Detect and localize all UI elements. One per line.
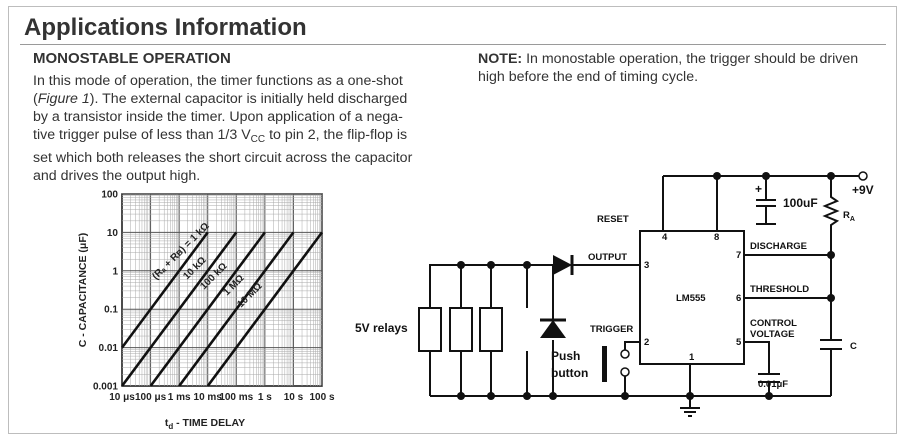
control-cap-label: 0.01μF xyxy=(758,379,788,390)
trigger-label: TRIGGER xyxy=(590,324,633,335)
cap-plus-label: + xyxy=(755,182,762,196)
supply-label: +9V xyxy=(852,183,874,197)
pin-number: 5 xyxy=(736,337,742,348)
y-tick-label: 0.001 xyxy=(93,382,118,393)
paragraph-line: In this mode of operation, the timer fun… xyxy=(33,73,403,89)
x-tick-label: 1 ms xyxy=(168,392,191,403)
note-line: high before the end of timing cycle. xyxy=(478,69,699,85)
pin-number: 4 xyxy=(662,232,668,243)
supply-terminal-icon xyxy=(858,171,868,181)
section-title: MONOSTABLE OPERATION xyxy=(33,50,231,67)
protection-diode xyxy=(540,320,566,338)
series-line-2 xyxy=(149,231,266,387)
relay-coil xyxy=(418,307,442,352)
y-tick-label: 0.1 xyxy=(104,305,118,316)
x-tick-label: 100 ms xyxy=(219,392,253,403)
description-paragraph: In this mode of operation, the timer fun… xyxy=(33,72,433,185)
note-paragraph: NOTE: In monostable operation, the trigg… xyxy=(478,50,888,86)
y-tick-labels: 100 10 1 0.1 0.01 0.001 xyxy=(93,190,118,393)
x-axis-title: td - TIME DELAY xyxy=(165,417,245,431)
pin-number: 2 xyxy=(644,337,649,348)
series-line-1 xyxy=(120,231,238,387)
y-tick-label: 1 xyxy=(112,266,118,277)
lm555-schematic: RESET OUTPUT TRIGGER DISCHARGE THRESHOLD… xyxy=(355,171,874,417)
paragraph-line: (Figure 1). The external capacitor is in… xyxy=(33,91,408,107)
x-tick-label: 1 s xyxy=(258,392,272,403)
button-label: button xyxy=(551,366,588,380)
timing-cap-label: C xyxy=(850,341,857,352)
voltage-label: VOLTAGE xyxy=(750,329,795,340)
y-tick-label: 100 xyxy=(101,190,118,201)
paragraph-line: set which both releases the short circui… xyxy=(33,150,413,166)
graph-curves xyxy=(120,231,324,387)
x-tick-label: 10 μs xyxy=(109,392,135,403)
series-line-4 xyxy=(206,231,324,387)
y-axis-title: C - CAPACITANCE (μF) xyxy=(77,233,89,348)
pin-number: 1 xyxy=(689,352,695,363)
x-tick-label: 10 ms xyxy=(194,392,223,403)
paragraph-line: by a transistor inside the timer. Upon a… xyxy=(33,109,403,125)
y-tick-label: 0.01 xyxy=(99,343,119,354)
reset-label: RESET xyxy=(597,214,629,225)
chip-label: LM555 xyxy=(676,293,706,304)
ground-icon xyxy=(680,407,700,417)
pin-number: 8 xyxy=(714,232,719,243)
figure-frame xyxy=(8,6,897,434)
graph-grid xyxy=(121,193,323,387)
x-tick-label: 100 s xyxy=(309,392,334,403)
heading-divider xyxy=(20,44,886,45)
pin-number: 7 xyxy=(736,250,741,261)
output-label: OUTPUT xyxy=(588,252,627,263)
figure-reference: Figure 1 xyxy=(37,91,90,107)
push-button-icon xyxy=(602,346,607,382)
push-label: Push xyxy=(551,349,580,363)
page-title: Applications Information xyxy=(24,14,307,41)
junction-dots xyxy=(457,172,835,400)
relays-label: 5V relays xyxy=(355,321,408,335)
control-label: CONTROL xyxy=(750,318,797,329)
relay-coil xyxy=(449,307,473,352)
discharge-label: DISCHARGE xyxy=(750,241,807,252)
x-tick-label: 100 μs xyxy=(135,392,167,403)
ra-label: RA xyxy=(843,210,855,223)
threshold-label: THRESHOLD xyxy=(750,284,809,295)
relay-coil xyxy=(479,307,503,352)
lm555-chip xyxy=(639,230,745,365)
cap-100uf-label: 100uF xyxy=(783,196,818,210)
paragraph-line: tive trigger pulse of less than 1/3 VCC … xyxy=(33,127,408,145)
pin-number: 3 xyxy=(644,260,649,271)
x-tick-label: 10 s xyxy=(284,392,304,403)
y-tick-label: 10 xyxy=(107,228,119,239)
note-label: NOTE: xyxy=(478,51,523,67)
output-diode xyxy=(553,255,572,275)
series-line-3 xyxy=(178,231,295,387)
series-line-0 xyxy=(120,231,209,349)
pin-number: 6 xyxy=(736,293,741,304)
paragraph-line: and drives the output high. xyxy=(33,168,201,184)
note-line: NOTE: In monostable operation, the trigg… xyxy=(478,51,859,67)
